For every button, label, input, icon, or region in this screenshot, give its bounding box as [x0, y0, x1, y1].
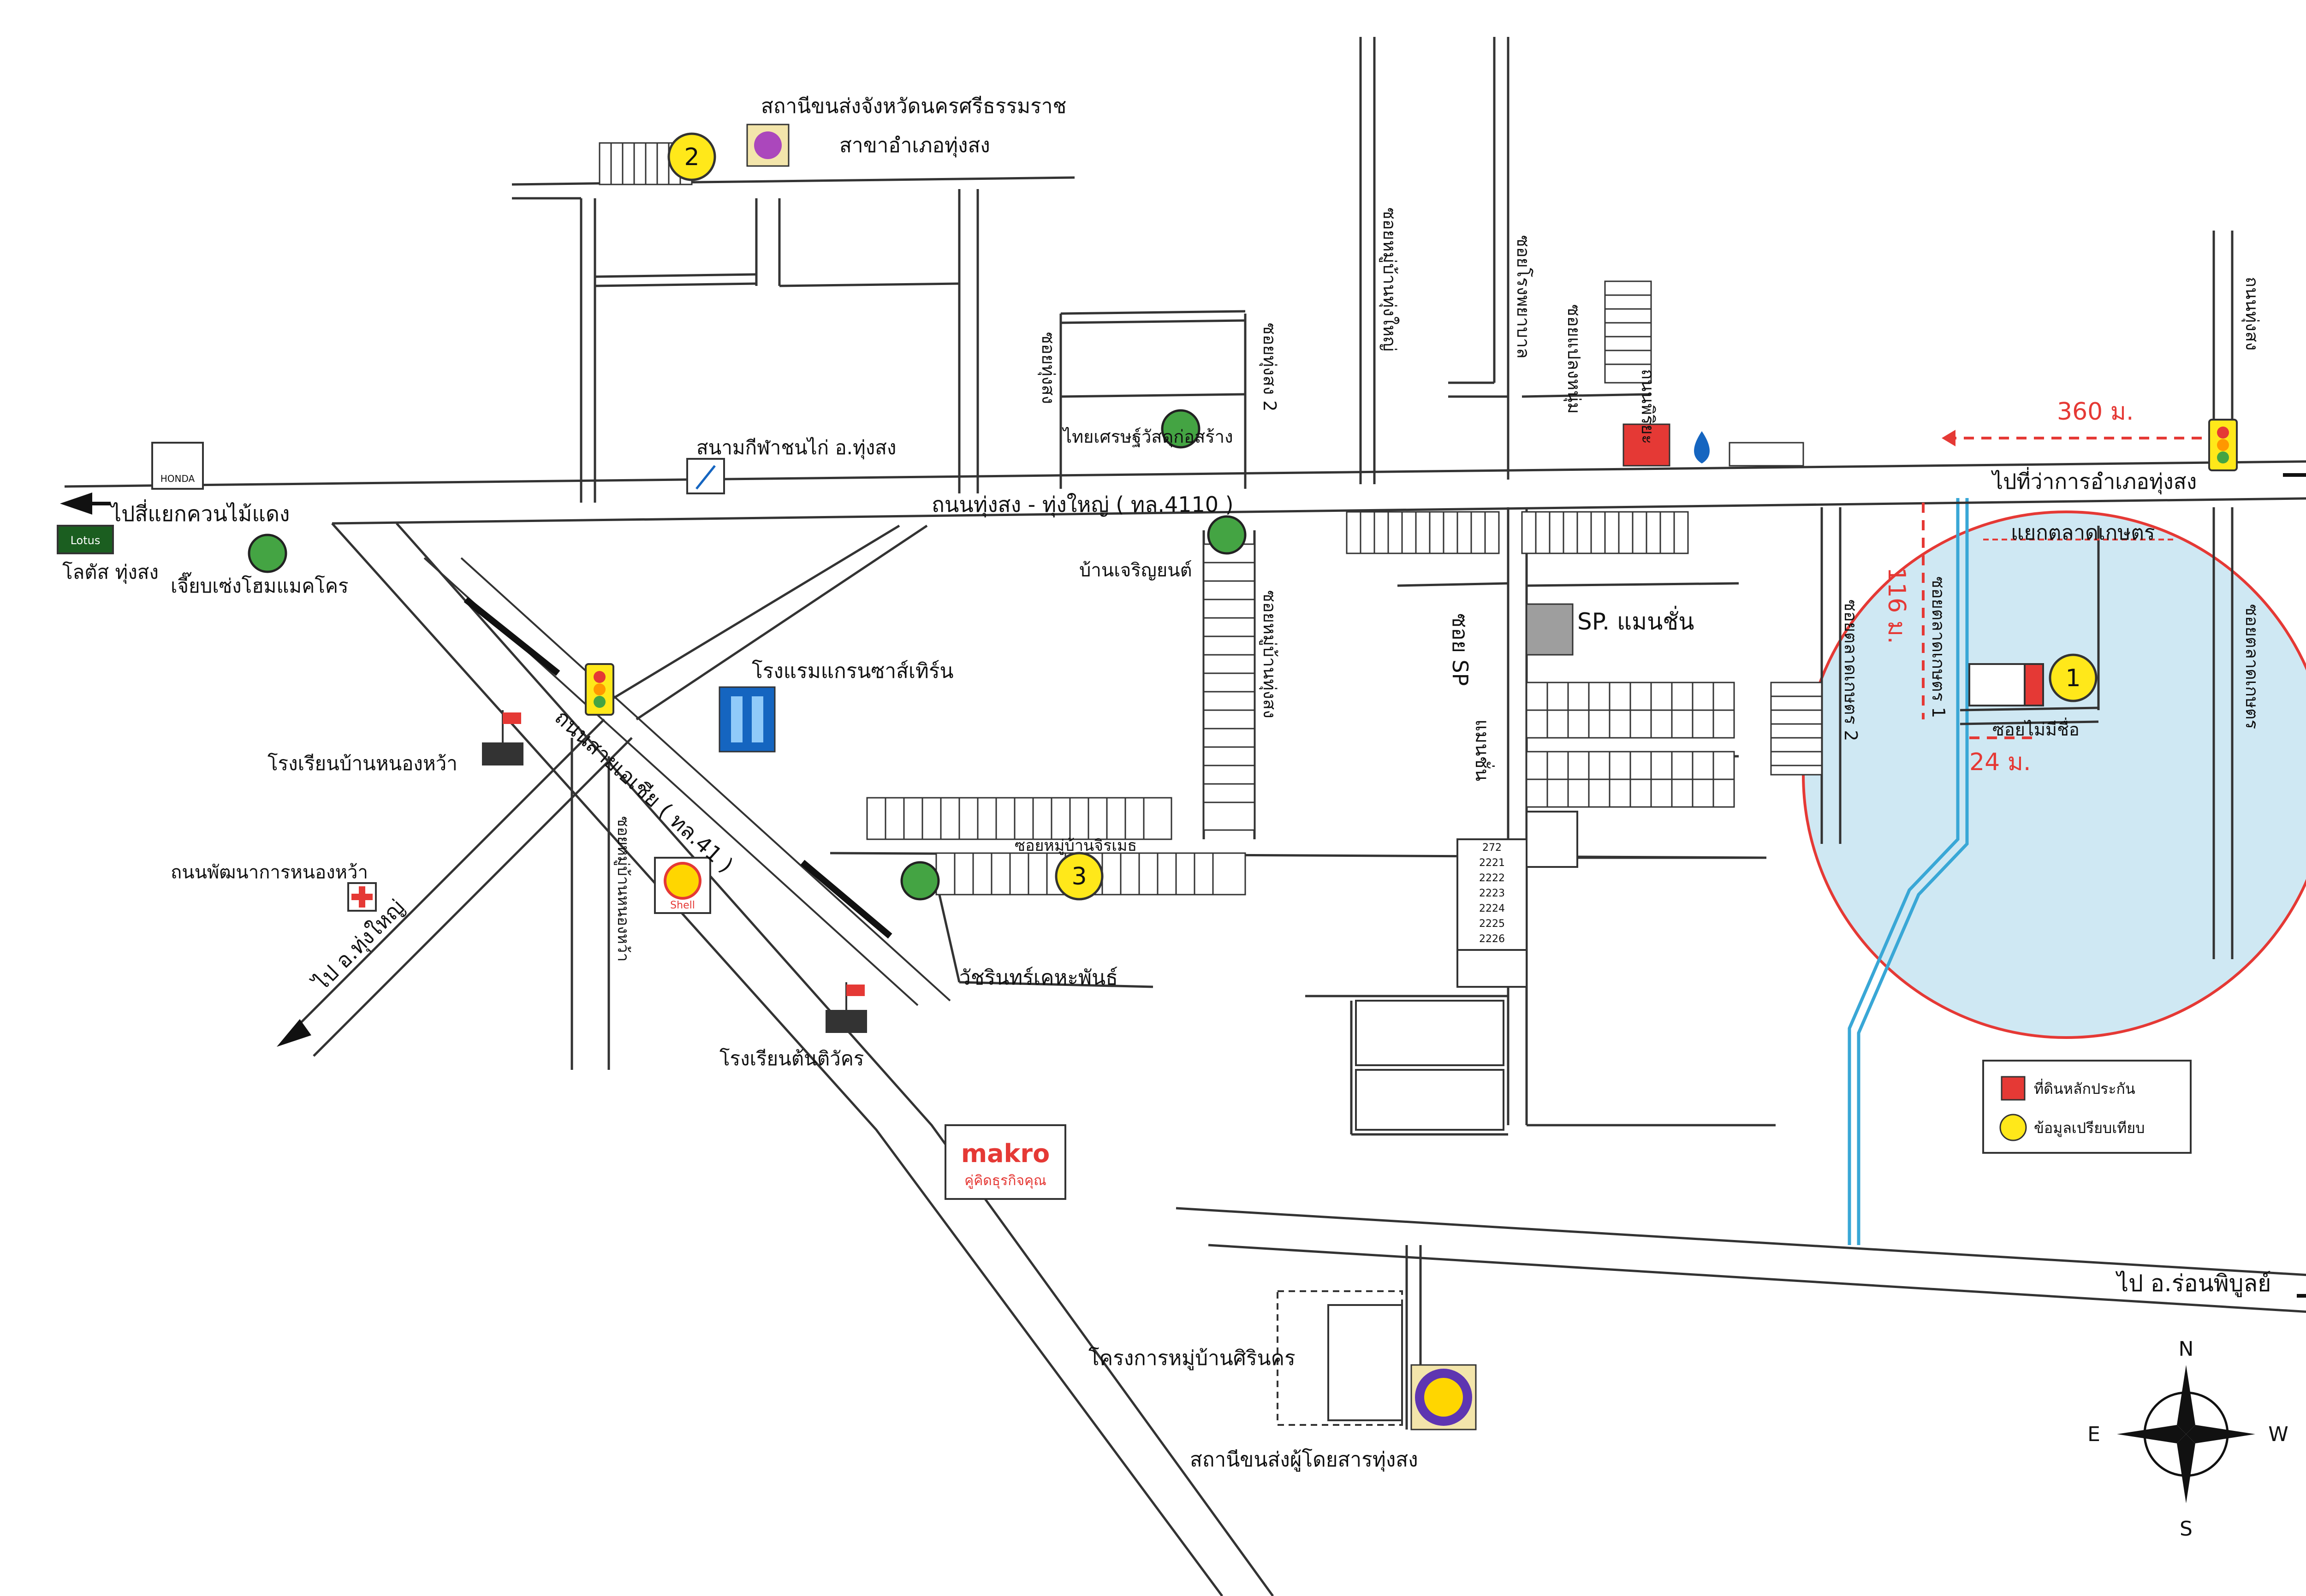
sp-mansion-icon [1526, 603, 1574, 656]
to-ron-phibun-label: ไป อ.ร่อนพิบูลย์ [2115, 1270, 2271, 1297]
roundabout-icon [1207, 515, 1247, 555]
school-icon [826, 982, 867, 1033]
soi-talat-kaset-label: ซอยตลาดเกษตร [2242, 604, 2262, 729]
thai-setthakit-label: ไทยเศรษฐ์วัสดุก่อสร้าง [1062, 427, 1233, 447]
comparable-marker-3: 3 [1055, 852, 1104, 901]
svg-text:S: S [2180, 1517, 2193, 1541]
soi-ban-thung-song-label: ซอยหมู่บ้านทุ่งสง [1259, 590, 1280, 718]
traffic-light-icon [2208, 419, 2238, 471]
house-no-2225: 2225 [1479, 918, 1505, 930]
traffic-light-icon [585, 663, 614, 716]
highway-41 [331, 522, 1224, 1596]
roundabout-icon [1161, 409, 1201, 449]
comparable-marker-2: 2 [667, 132, 716, 181]
sirinakorn-village-outline [1277, 1290, 1403, 1426]
nong-wa-road-label: ถนนพัฒนาการหนองหว้า [171, 862, 368, 883]
svg-text:Shell: Shell [670, 900, 695, 911]
soi-wiriya-label: ถนนพิริยะ [1638, 369, 1658, 444]
hotel-icon [719, 686, 776, 753]
svg-text:2: 2 [684, 143, 699, 171]
svg-text:N: N [2179, 1337, 2194, 1361]
stadium-icon [686, 458, 725, 494]
lotus-label: โลตัส ทุ่งสง [62, 561, 159, 584]
shell-logo: Shell [654, 857, 711, 914]
road-4110 [64, 460, 2306, 488]
comparable-marker-1: 1 [2049, 653, 2098, 702]
fuel-station-icon [1623, 423, 1804, 467]
soi-paeng-num-label: ซอยแปลงหนุ่ม [1563, 304, 1584, 414]
svg-text:คู่คิดธุรกิจคุณ: คู่คิดธุรกิจคุณ [964, 1173, 1046, 1189]
distance-360: 360 ม. [2057, 398, 2134, 426]
collateral-land [2024, 663, 2044, 706]
to-amphoe-office-label: ไปที่ว่าการอำเภอทุ่งสง [1991, 467, 2197, 495]
map-legend: ที่ดินหลักประกัน ข้อมูลเปรียบเทียบ [1982, 1060, 2192, 1154]
ban-charoen-yont-label: บ้านเจริญยนต์ [1079, 560, 1192, 581]
svg-text:HONDA: HONDA [160, 473, 195, 484]
svg-text:makro: makro [961, 1139, 1050, 1168]
school-icon [482, 710, 523, 765]
bus-terminal-logo [1410, 1364, 1477, 1430]
marker-3-road-label: ซอยหมู่บ้านจิรเมธ [1015, 837, 1137, 855]
cockfight-stadium-label: สนามกีฬาชนไก่ อ.ทุ่งสง [696, 436, 896, 460]
main-road-label: ถนนทุ่งสง - ทุ่งใหญ่ ( ทล.4110 ) [932, 492, 1234, 518]
house-no-272: 272 [1482, 842, 1502, 854]
svg-text:1: 1 [2065, 665, 2080, 692]
soi-sp-sub-label: แมนชั่น [1471, 719, 1495, 781]
soi-thung-song-label: ซอยทุ่งสง [1038, 332, 1058, 404]
soi-sp-label: ซอย SP [1448, 613, 1473, 686]
soi-hospital-label: ซอยโรงพยาบาล [1513, 235, 1533, 359]
svg-text:3: 3 [1071, 863, 1087, 890]
chiab-seng-label: เจี๊ยบเซ่งโฮมแมคโคร [171, 572, 349, 597]
transport-office-label-2: สาขาอำเภอทุ่งสง [839, 134, 990, 158]
soi-ban-thung-yai-label: ซอยหมู่บ้านทุ่งใหญ่ [1379, 208, 1400, 351]
honda-logo: HONDA [151, 442, 204, 490]
soi-talat-kaset-2-label: ซอยตลาดเกษตร 2 [1841, 599, 1861, 741]
to-khuan-mai-daeng-label: ไปสี่แยกควนไม้แดง [109, 499, 290, 526]
house-no-2226: 2226 [1479, 933, 1505, 945]
house-no-2223: 2223 [1479, 888, 1505, 899]
compass-icon: N S E W [2087, 1337, 2288, 1541]
svg-text:Lotus: Lotus [71, 534, 101, 547]
ban-nong-wa-school-label: โรงเรียนบ้านหนองหว้า [267, 752, 458, 775]
soi-mai-mee-chue-label: ซอยไม่มีชื่อ [1992, 718, 2080, 740]
house-no-2224: 2224 [1479, 903, 1505, 914]
legend-collateral-label: ที่ดินหลักประกัน [2034, 1079, 2135, 1098]
soi-ban-nong-wa-label: ซอยหมู่บ้านหนองหว้า [614, 816, 632, 961]
road-far-right-label: ถนนทุ่งสง [2241, 277, 2262, 350]
wachirin-label: วัชรินทร์เคหะพันธ์ [959, 966, 1118, 990]
soi-talat-kaset-1-label: ซอยตลาดเกษตร 1 [1928, 576, 1949, 718]
canal [1848, 498, 1960, 1245]
sp-mansion-label: SP. แมนชั่น [1577, 606, 1694, 635]
hotel-label: โรงแรมแกรนซาส์เทิร์น [752, 659, 954, 683]
transport-office-label-1: สถานีขนส่งจังหวัดนครศรีธรรมราช [761, 95, 1066, 118]
sirinakorn-village-label: โครงการหมู่บ้านศิรินคร [1088, 1347, 1296, 1371]
bus-terminal-label: สถานีขนส่งผู้โดยสารทุ่งสง [1190, 1448, 1418, 1472]
roundabout-icon [248, 534, 287, 573]
roundabout-icon [900, 861, 940, 901]
transport-office-logo [746, 124, 790, 167]
ton-tiwakorn-school-label: โรงเรียนต้นติวัคร [719, 1047, 864, 1070]
lotus-logo: Lotus [57, 525, 114, 554]
distance-116: 116 ม. [1883, 567, 1910, 644]
talat-kaset-junction-label: แยกตลาดเกษตร [2011, 521, 2155, 545]
legend-comparable-label: ข้อมูลเปรียบเทียบ [2034, 1119, 2145, 1137]
svg-text:E: E [2087, 1423, 2100, 1446]
house-no-2221: 2221 [1479, 857, 1505, 869]
svg-text:W: W [2268, 1423, 2288, 1446]
house-no-2222: 2222 [1479, 872, 1505, 884]
soi-thung-song-2-label: ซอยทุ่งสง 2 [1259, 323, 1280, 412]
distance-24: 24 ม. [1969, 748, 2031, 776]
hospital-icon [347, 882, 377, 912]
makro-logo: makro คู่คิดธุรกิจคุณ [945, 1124, 1066, 1200]
